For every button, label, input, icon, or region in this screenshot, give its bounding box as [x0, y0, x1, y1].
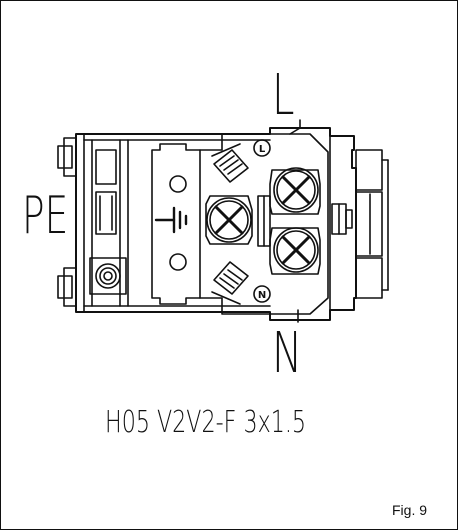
pe-terminal-plate — [151, 143, 201, 305]
terminal-screw-icon — [205, 195, 253, 245]
cable-clamp-icon — [213, 261, 249, 295]
svg-text:L: L — [259, 144, 266, 155]
terminal-screw-icon — [269, 167, 321, 215]
neutral-marker: N — [253, 285, 271, 303]
svg-text:N: N — [258, 290, 266, 301]
cable-clamp-icon — [213, 149, 249, 183]
live-marker: L — [253, 139, 271, 157]
terminal-partition — [199, 133, 329, 315]
right-connector-block — [329, 135, 389, 311]
figure-caption: Fig. 9 — [392, 502, 428, 518]
terminal-block-housing — [57, 127, 357, 321]
neutral-label: N — [272, 321, 303, 386]
live-label: L — [272, 63, 295, 128]
cable-spec-label: H05 V2V2-F 3x1.5 — [105, 405, 307, 440]
ground-symbol-icon — [154, 206, 188, 234]
protective-earth-label: PE — [22, 186, 69, 246]
terminal-screw-icon — [269, 227, 321, 275]
